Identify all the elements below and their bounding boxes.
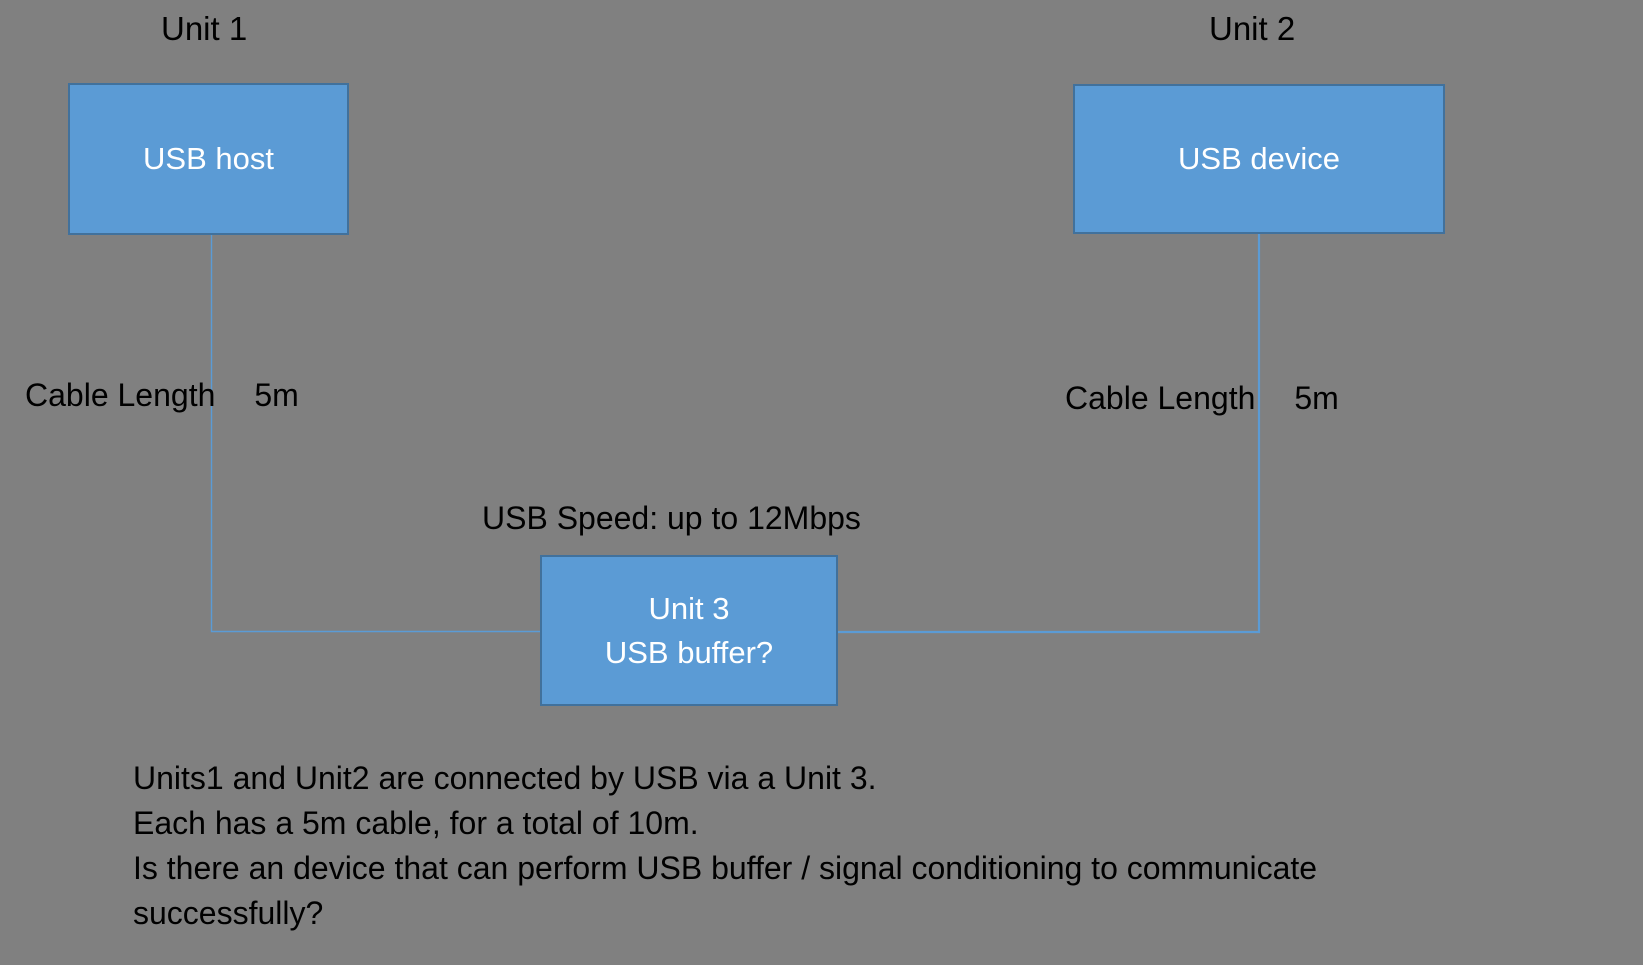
usb-host-box: USB host (68, 83, 349, 235)
usb-device-box-label: USB device (1178, 141, 1340, 176)
cable-length-left-value: 5m (254, 377, 299, 413)
question-line: successfully? (133, 895, 324, 931)
cable-length-right-label: Cable Length (1065, 380, 1256, 416)
unit3-box-subtitle: USB buffer? (604, 634, 774, 670)
unit1-title: Unit 1 (161, 10, 248, 47)
cable-line-left (210, 235, 540, 633)
cable-length-left: Cable Length 5m (25, 377, 299, 414)
question-line: Units1 and Unit2 are connected by USB vi… (133, 760, 877, 796)
unit3-box-title: Unit 3 (648, 590, 730, 626)
question-line: Each has a 5m cable, for a total of 10m. (133, 805, 699, 841)
usb-device-box: USB device (1073, 84, 1445, 234)
usb-host-box-label: USB host (143, 141, 274, 176)
cable-length-right-value: 5m (1294, 380, 1339, 416)
cable-line-right (838, 234, 1261, 634)
usb-speed-caption: USB Speed: up to 12Mbps (482, 500, 861, 536)
unit2-title: Unit 2 (1209, 10, 1296, 47)
question-line: Is there an device that can perform USB … (133, 850, 1318, 886)
cable-length-left-label: Cable Length (25, 377, 216, 413)
cable-length-right: Cable Length 5m (1065, 380, 1339, 417)
question-paragraph: Units1 and Unit2 are connected by USB vi… (133, 756, 1317, 936)
unit3-box: Unit 3 USB buffer? (540, 555, 838, 706)
